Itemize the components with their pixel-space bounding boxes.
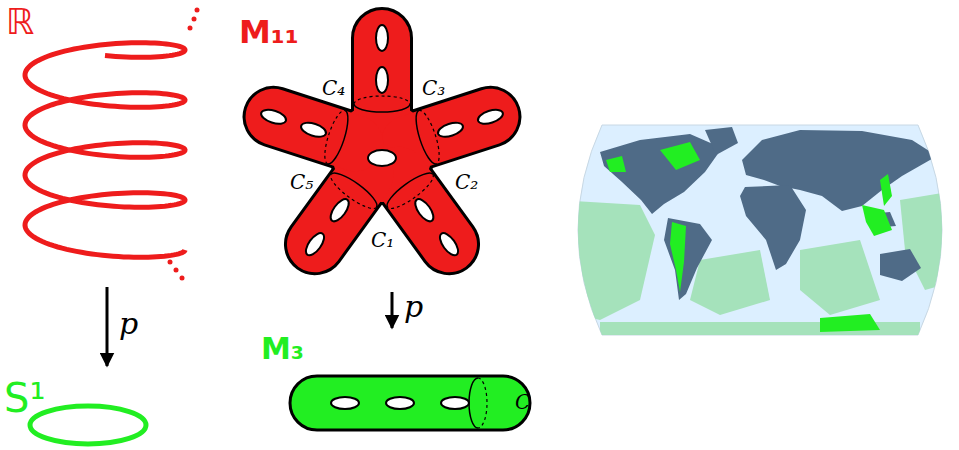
map-label: p — [119, 309, 138, 339]
world-map — [560, 125, 959, 340]
continuation-dot — [168, 260, 173, 265]
surface-label: M₁₁ — [239, 16, 299, 48]
continuation-dot — [195, 8, 200, 13]
map-label: p — [404, 292, 423, 322]
helix-curve — [25, 43, 185, 258]
covering-map-arrow — [391, 292, 394, 328]
continuation-dot — [174, 268, 179, 273]
curve-label: C₂ — [455, 172, 478, 192]
figure-region: M₃ — [255, 330, 545, 448]
genus-3-surface — [290, 376, 530, 430]
genus-11-surface — [238, 10, 525, 283]
surface-label: M₃ — [261, 334, 304, 364]
figure-region: S¹ — [0, 368, 200, 448]
curve-label: C₃ — [422, 78, 445, 98]
curve-label: C₄ — [322, 78, 345, 98]
covering-map-arrow — [106, 287, 109, 366]
space-label: S¹ — [4, 378, 45, 418]
helix — [25, 8, 199, 281]
continuation-dot — [180, 276, 185, 281]
circle-curve — [30, 406, 146, 444]
curve-label: C₁ — [371, 230, 394, 250]
continuation-dot — [188, 26, 193, 31]
continuation-dot — [192, 17, 197, 22]
figure-region: ℝ — [0, 0, 212, 285]
curve-label: C₅ — [290, 172, 313, 192]
space-label: ℝ — [6, 4, 35, 40]
curve-label: C — [515, 392, 530, 412]
